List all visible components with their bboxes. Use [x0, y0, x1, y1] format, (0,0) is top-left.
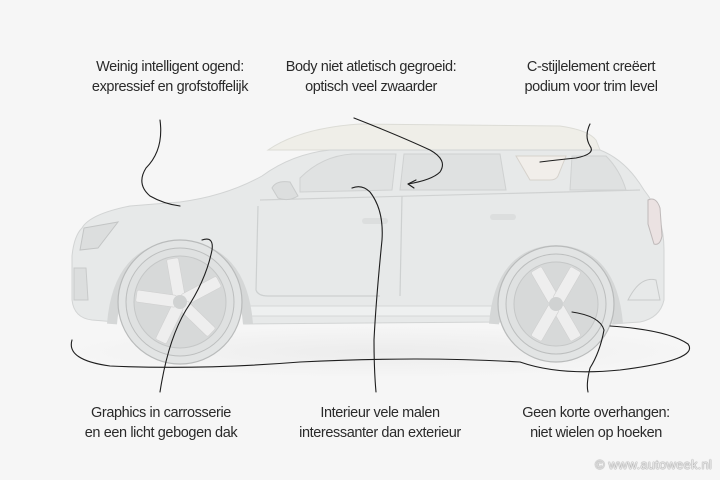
pointer-bottom-right	[571, 311, 605, 393]
pointer-top-right	[539, 123, 592, 163]
front-window	[299, 153, 397, 193]
taillight	[647, 198, 663, 245]
side-sill	[243, 305, 501, 317]
annotation-text: Body niet atletisch gegroeid:	[285, 59, 457, 75]
annotation-top-center: Body niet atletisch gegroeid: optisch ve…	[262, 57, 480, 97]
annotation-text: Geen korte overhangen:	[522, 405, 670, 421]
rear-wheel	[497, 245, 615, 363]
side-mirror	[271, 181, 299, 201]
annotation-text: podium voor trim level	[524, 79, 658, 95]
annotation-text: Interieur vele malen	[320, 405, 440, 421]
c-pillar-element	[515, 155, 567, 181]
front-door-handle	[362, 218, 388, 224]
rear-door-window	[399, 153, 507, 191]
pointer-bottom-left	[159, 238, 213, 393]
annotation-bottom-right: Geen korte overhangen: niet wielen op ho…	[496, 403, 696, 443]
annotation-text: C-stijlelement creëert	[526, 59, 656, 75]
annotation-top-right: C-stijlelement creëert podium voor trim …	[482, 57, 700, 97]
front-intake	[73, 267, 89, 301]
annotation-text: en een licht gebogen dak	[84, 425, 238, 441]
annotation-text: expressief en grofstoffelijk	[91, 79, 249, 95]
pointer-top-left	[141, 119, 181, 207]
car-roof	[266, 123, 601, 151]
rear-door-handle	[490, 214, 516, 220]
headlight	[79, 221, 120, 251]
annotation-text: optisch veel zwaarder	[305, 79, 437, 95]
annotation-text: Graphics in carrosserie	[91, 405, 231, 421]
rear-door-line	[399, 195, 403, 297]
pointer-top-center	[353, 117, 443, 185]
watermark: © www.autoweek.nl	[594, 457, 712, 472]
front-door-line	[255, 205, 380, 297]
annotation-strokes	[70, 117, 691, 393]
annotation-text: interessanter dan exterieur	[299, 425, 461, 441]
annotation-bottom-center: Interieur vele malen interessanter dan e…	[282, 403, 478, 443]
front-wheel	[117, 239, 243, 365]
annotation-top-left: Weinig intelligent ogend: expressief en …	[60, 57, 280, 97]
annotation-text: Weinig intelligent ogend:	[96, 59, 244, 75]
annotation-text: niet wielen op hoeken	[530, 425, 662, 441]
annotation-bottom-left: Graphics in carrosserie en een licht geb…	[52, 403, 270, 443]
pointer-bottom-center	[351, 186, 383, 393]
ground-outline	[70, 325, 691, 373]
